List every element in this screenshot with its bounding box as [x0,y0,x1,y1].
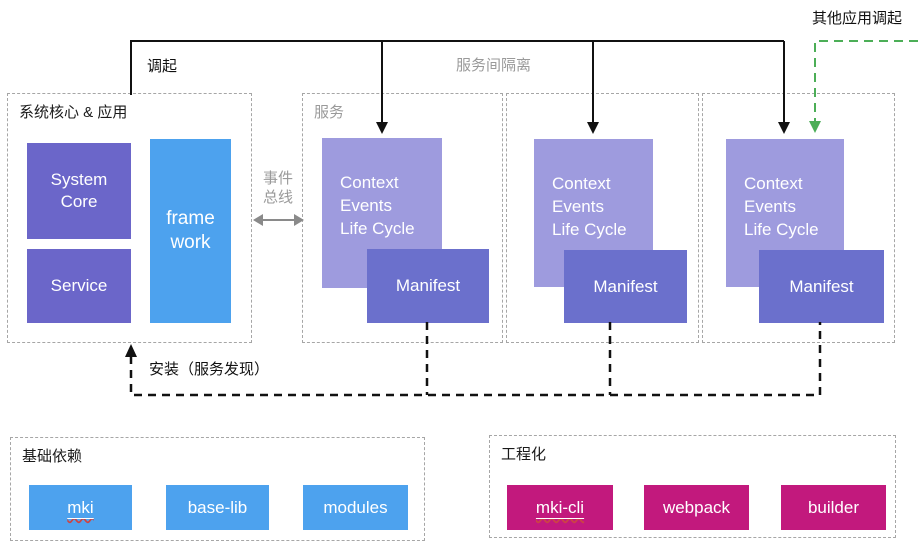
framework-line-2: work [170,232,211,253]
chip-webpack-label: webpack [662,497,731,517]
engineering-panel: 工程化 mki-cli webpack builder [489,435,896,538]
event-bus-label: 事件 总线 [254,169,302,207]
manifest2-label: Manifest [593,276,658,296]
external-invoke-label: 其他应用调起 [812,10,903,27]
engineering-panel-title: 工程化 [501,446,547,463]
framework-block: frame work [150,139,231,323]
service-panel-2: Context Events Life Cycle Manifest [506,93,699,343]
context1-line-3: Life Cycle [340,219,415,238]
event-bus-arrow-left [253,214,263,226]
system-core-line-1: System [50,170,108,189]
chip-modules-label: modules [323,497,388,517]
foundation-panel-title: 基础依赖 [22,448,83,465]
service-block: Service [27,249,131,323]
service-panel-3: Context Events Life Cycle Manifest [702,93,895,343]
chip-mki-label: mki [67,497,94,517]
chip-mki-cli: mki-cli [507,485,613,530]
service-panel-1: 服务 Context Events Life Cycle Manifest [302,93,503,343]
system-panel-title: 系统核心 & 应用 [19,104,128,121]
chip-base-lib-label: base-lib [187,497,248,517]
manifest-block-1: Manifest [367,249,489,323]
context3-line-2: Events [744,197,796,216]
install-label: 安装（服务发现） [149,361,270,378]
context3-line-3: Life Cycle [744,220,819,239]
manifest-block-2: Manifest [564,250,687,323]
invoke-label: 调起 [147,58,178,75]
event-bus-line-2: 总线 [262,189,293,206]
context1-line-1: Context [340,173,399,192]
service-isolation-label: 服务间隔离 [456,57,532,74]
manifest-block-3: Manifest [759,250,884,323]
context2-line-3: Life Cycle [552,220,627,239]
context2-line-1: Context [552,174,611,193]
event-bus-line-1: 事件 [262,170,293,187]
chip-mki-cli-label: mki-cli [535,497,585,517]
chip-base-lib: base-lib [166,485,269,530]
manifest1-label: Manifest [395,276,461,295]
system-core-panel: 系统核心 & 应用 System Core Service frame work [7,93,252,343]
chip-webpack: webpack [644,485,749,530]
context1-line-2: Events [340,196,392,215]
chip-builder: builder [781,485,886,530]
context3-line-1: Context [744,174,803,193]
service-block-label: Service [50,276,108,295]
framework-line-1: frame [166,208,215,229]
system-core-block: System Core [27,143,131,239]
foundation-panel: 基础依赖 mki base-lib modules [10,437,425,541]
context2-line-2: Events [552,197,604,216]
services-title: 服务 [314,104,345,121]
install-arrowhead-up [125,344,137,357]
manifest3-label: Manifest [789,276,854,296]
chip-modules: modules [303,485,408,530]
system-core-line-2: Core [60,192,98,211]
chip-builder-label: builder [807,497,860,517]
chip-mki: mki [29,485,132,530]
